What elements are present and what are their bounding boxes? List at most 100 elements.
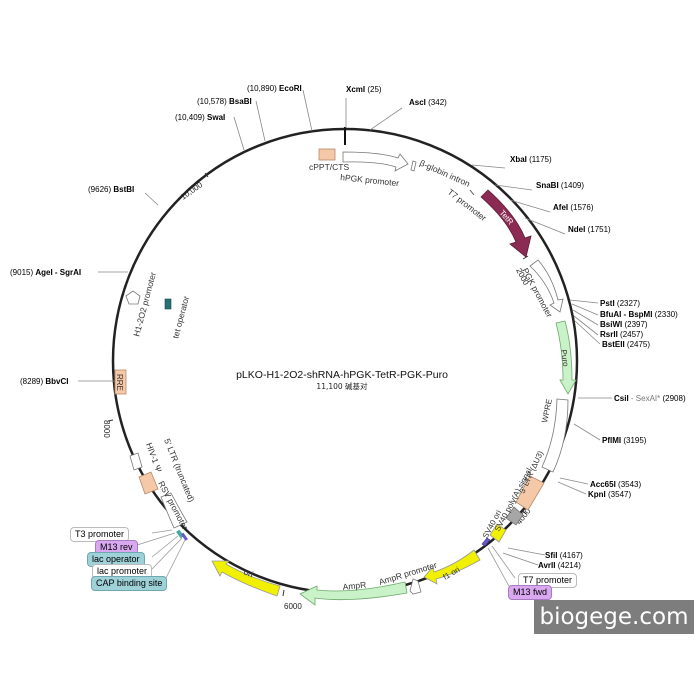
svg-text:NdeI (1751): NdeI (1751) — [568, 225, 611, 234]
plasmid-size: 11,100 碱基对 — [316, 381, 368, 391]
site-name-sfii: SfiI — [545, 551, 557, 560]
svg-text:SfiI (4167): SfiI (4167) — [545, 551, 583, 560]
feature-beta-globin-intron — [410, 160, 417, 172]
site-name-bsteii: BstEII — [602, 340, 625, 349]
site-pos-csii: (2908) — [662, 394, 685, 403]
svg-text:BfuAI - BspMI (2330): BfuAI - BspMI (2330) — [600, 310, 678, 319]
site-bbvci: (8289) BbvCI — [20, 377, 68, 386]
site-rsrii: RsrII (2457) — [600, 330, 643, 339]
svg-text:XcmI (25): XcmI (25) — [346, 85, 382, 94]
site-pos-sfii: (4167) — [560, 551, 583, 560]
watermark: biogege.com — [534, 600, 694, 634]
site-ndei: NdeI (1751) — [568, 225, 611, 234]
site-name-agei-sgrai: AgeI - SgrAI — [35, 268, 81, 277]
site-name-kpni: KpnI — [588, 490, 606, 499]
svg-text:AfeI (1576): AfeI (1576) — [553, 203, 594, 212]
label-wpre: WPRE — [540, 398, 554, 423]
site-name-xbai: XbaI — [510, 155, 527, 164]
label-hpgk-promoter: hPGK promoter — [340, 172, 400, 188]
site-xbai: XbaI (1175) — [510, 155, 552, 164]
site-bsabi: (10,578) BsaBI — [197, 97, 252, 106]
site-pos-bsiwi: (2397) — [624, 320, 647, 329]
feature-wpre — [541, 398, 569, 473]
tick-label-6000: 6000 — [284, 602, 302, 611]
site-pos-bstbi: (9626) — [88, 185, 111, 194]
svg-text:(8289) BbvCI: (8289) BbvCI — [20, 377, 68, 386]
tag-leaders-left — [133, 529, 186, 581]
site-bsiwi: BsiWI (2397) — [600, 320, 648, 329]
site-name-asci: AscI — [409, 98, 426, 107]
site-bfuai-bspmi: BfuAI - BspMI (2330) — [600, 310, 678, 319]
site-pos-bsteii: (2475) — [627, 340, 650, 349]
site-agei-sgrai: (9015) AgeI - SgrAI — [10, 268, 81, 277]
site-name-psti: PstI — [600, 299, 615, 308]
feature-rsv-promoter — [160, 492, 188, 529]
label-hiv-psi: HIV-1 Ψ — [144, 441, 164, 473]
site-pflmi: PflMI (3195) — [602, 436, 647, 445]
svg-text:(9626) BstBI: (9626) BstBI — [88, 185, 134, 194]
site-name-rsrii: RsrII — [600, 330, 618, 339]
site-name-acc65i: Acc65I — [590, 480, 616, 489]
site-swai: (10,409) SwaI — [175, 113, 225, 122]
feature-small-marker — [481, 537, 491, 547]
site-acc65i: Acc65I (3543) — [590, 480, 641, 489]
site-pos-bbvci: (8289) — [20, 377, 43, 386]
feature-h1-2o2-promoter — [125, 290, 141, 305]
feature-puro — [555, 320, 577, 395]
svg-text:PstI (2327): PstI (2327) — [600, 299, 640, 308]
svg-text:SnaBI (1409): SnaBI (1409) — [536, 181, 584, 190]
site-name-ecori: EcoRI — [279, 84, 302, 93]
feature-3-ltr — [515, 475, 545, 511]
site-pos-afei: (1576) — [570, 203, 593, 212]
feature-pgk-promoter — [529, 259, 564, 313]
site-pos-bfuai-bspmi: (2330) — [655, 310, 678, 319]
site-pos-acc65i: (3543) — [618, 480, 641, 489]
tag-leaders-right — [487, 545, 516, 589]
site-kpni: KpnI (3547) — [588, 490, 631, 499]
feature-f1-ori — [423, 549, 481, 585]
site-pos-ecori: (10,890) — [247, 84, 277, 93]
site-name-csii: CsiI — [614, 394, 629, 403]
svg-text:BstEII (2475): BstEII (2475) — [602, 340, 650, 349]
site-pos-psti: (2327) — [617, 299, 640, 308]
feature-lac-promoter-mark — [180, 532, 188, 541]
label-tet-operator: tet operator — [170, 295, 191, 340]
site-ecori: (10,890) EcoRI — [247, 84, 302, 93]
feature-hiv-psi — [129, 452, 143, 471]
label-rre: RRE — [115, 374, 124, 391]
label-cppt-cts: cPPT/CTS — [309, 162, 349, 172]
feature-t7-promoter-mark — [469, 189, 475, 196]
svg-text:(10,409) SwaI: (10,409) SwaI — [175, 113, 225, 122]
plasmid-title: pLKO-H1-2O2-shRNA-hPGK-TetR-PGK-Puro — [236, 369, 448, 381]
svg-text:XbaI (1175): XbaI (1175) — [510, 155, 552, 164]
label-ampr: AmpR — [342, 580, 367, 592]
site-pos-rsrii: (2457) — [620, 330, 643, 339]
site-pos-kpni: (3547) — [608, 490, 631, 499]
feature-rre — [114, 369, 127, 395]
site-bstbi: (9626) BstBI — [88, 185, 134, 194]
feature-tetr — [480, 189, 532, 258]
feature-ampr — [299, 581, 408, 606]
feature-ori — [211, 560, 281, 597]
site-name-bbvci: BbvCI — [45, 377, 68, 386]
site-pos-ndei: (1751) — [588, 225, 611, 234]
site-name-pflmi: PflMI — [602, 436, 621, 445]
site-pos-avrii: (4214) — [558, 561, 581, 570]
site-snabi: SnaBI (1409) — [536, 181, 584, 190]
svg-text:AscI (342): AscI (342) — [409, 98, 447, 107]
svg-text:CsiI - SexAI* (2908): CsiI - SexAI* (2908) — [614, 394, 686, 403]
feature-hpgk-promoter — [342, 151, 409, 172]
tick-8000: 8000 — [102, 419, 114, 438]
site-name-afei: AfeI — [553, 203, 568, 212]
feature-sv40-ori — [489, 523, 507, 543]
site-name-snabi: SnaBI — [536, 181, 559, 190]
site-pos-xcmi: (25) — [367, 85, 382, 94]
tick-label-10000: 10,000 — [179, 180, 205, 202]
svg-text:KpnI (3547): KpnI (3547) — [588, 490, 631, 499]
label-t7-promoter: T7 promoter — [446, 187, 489, 223]
site-extra-csii: - SexAI* — [629, 394, 661, 403]
site-name-bsiwi: BsiWI — [600, 320, 622, 329]
svg-text:(9015) AgeI - SgrAI: (9015) AgeI - SgrAI — [10, 268, 81, 277]
site-pos-swai: (10,409) — [175, 113, 205, 122]
site-csii: CsiI - SexAI* (2908) — [614, 394, 686, 403]
